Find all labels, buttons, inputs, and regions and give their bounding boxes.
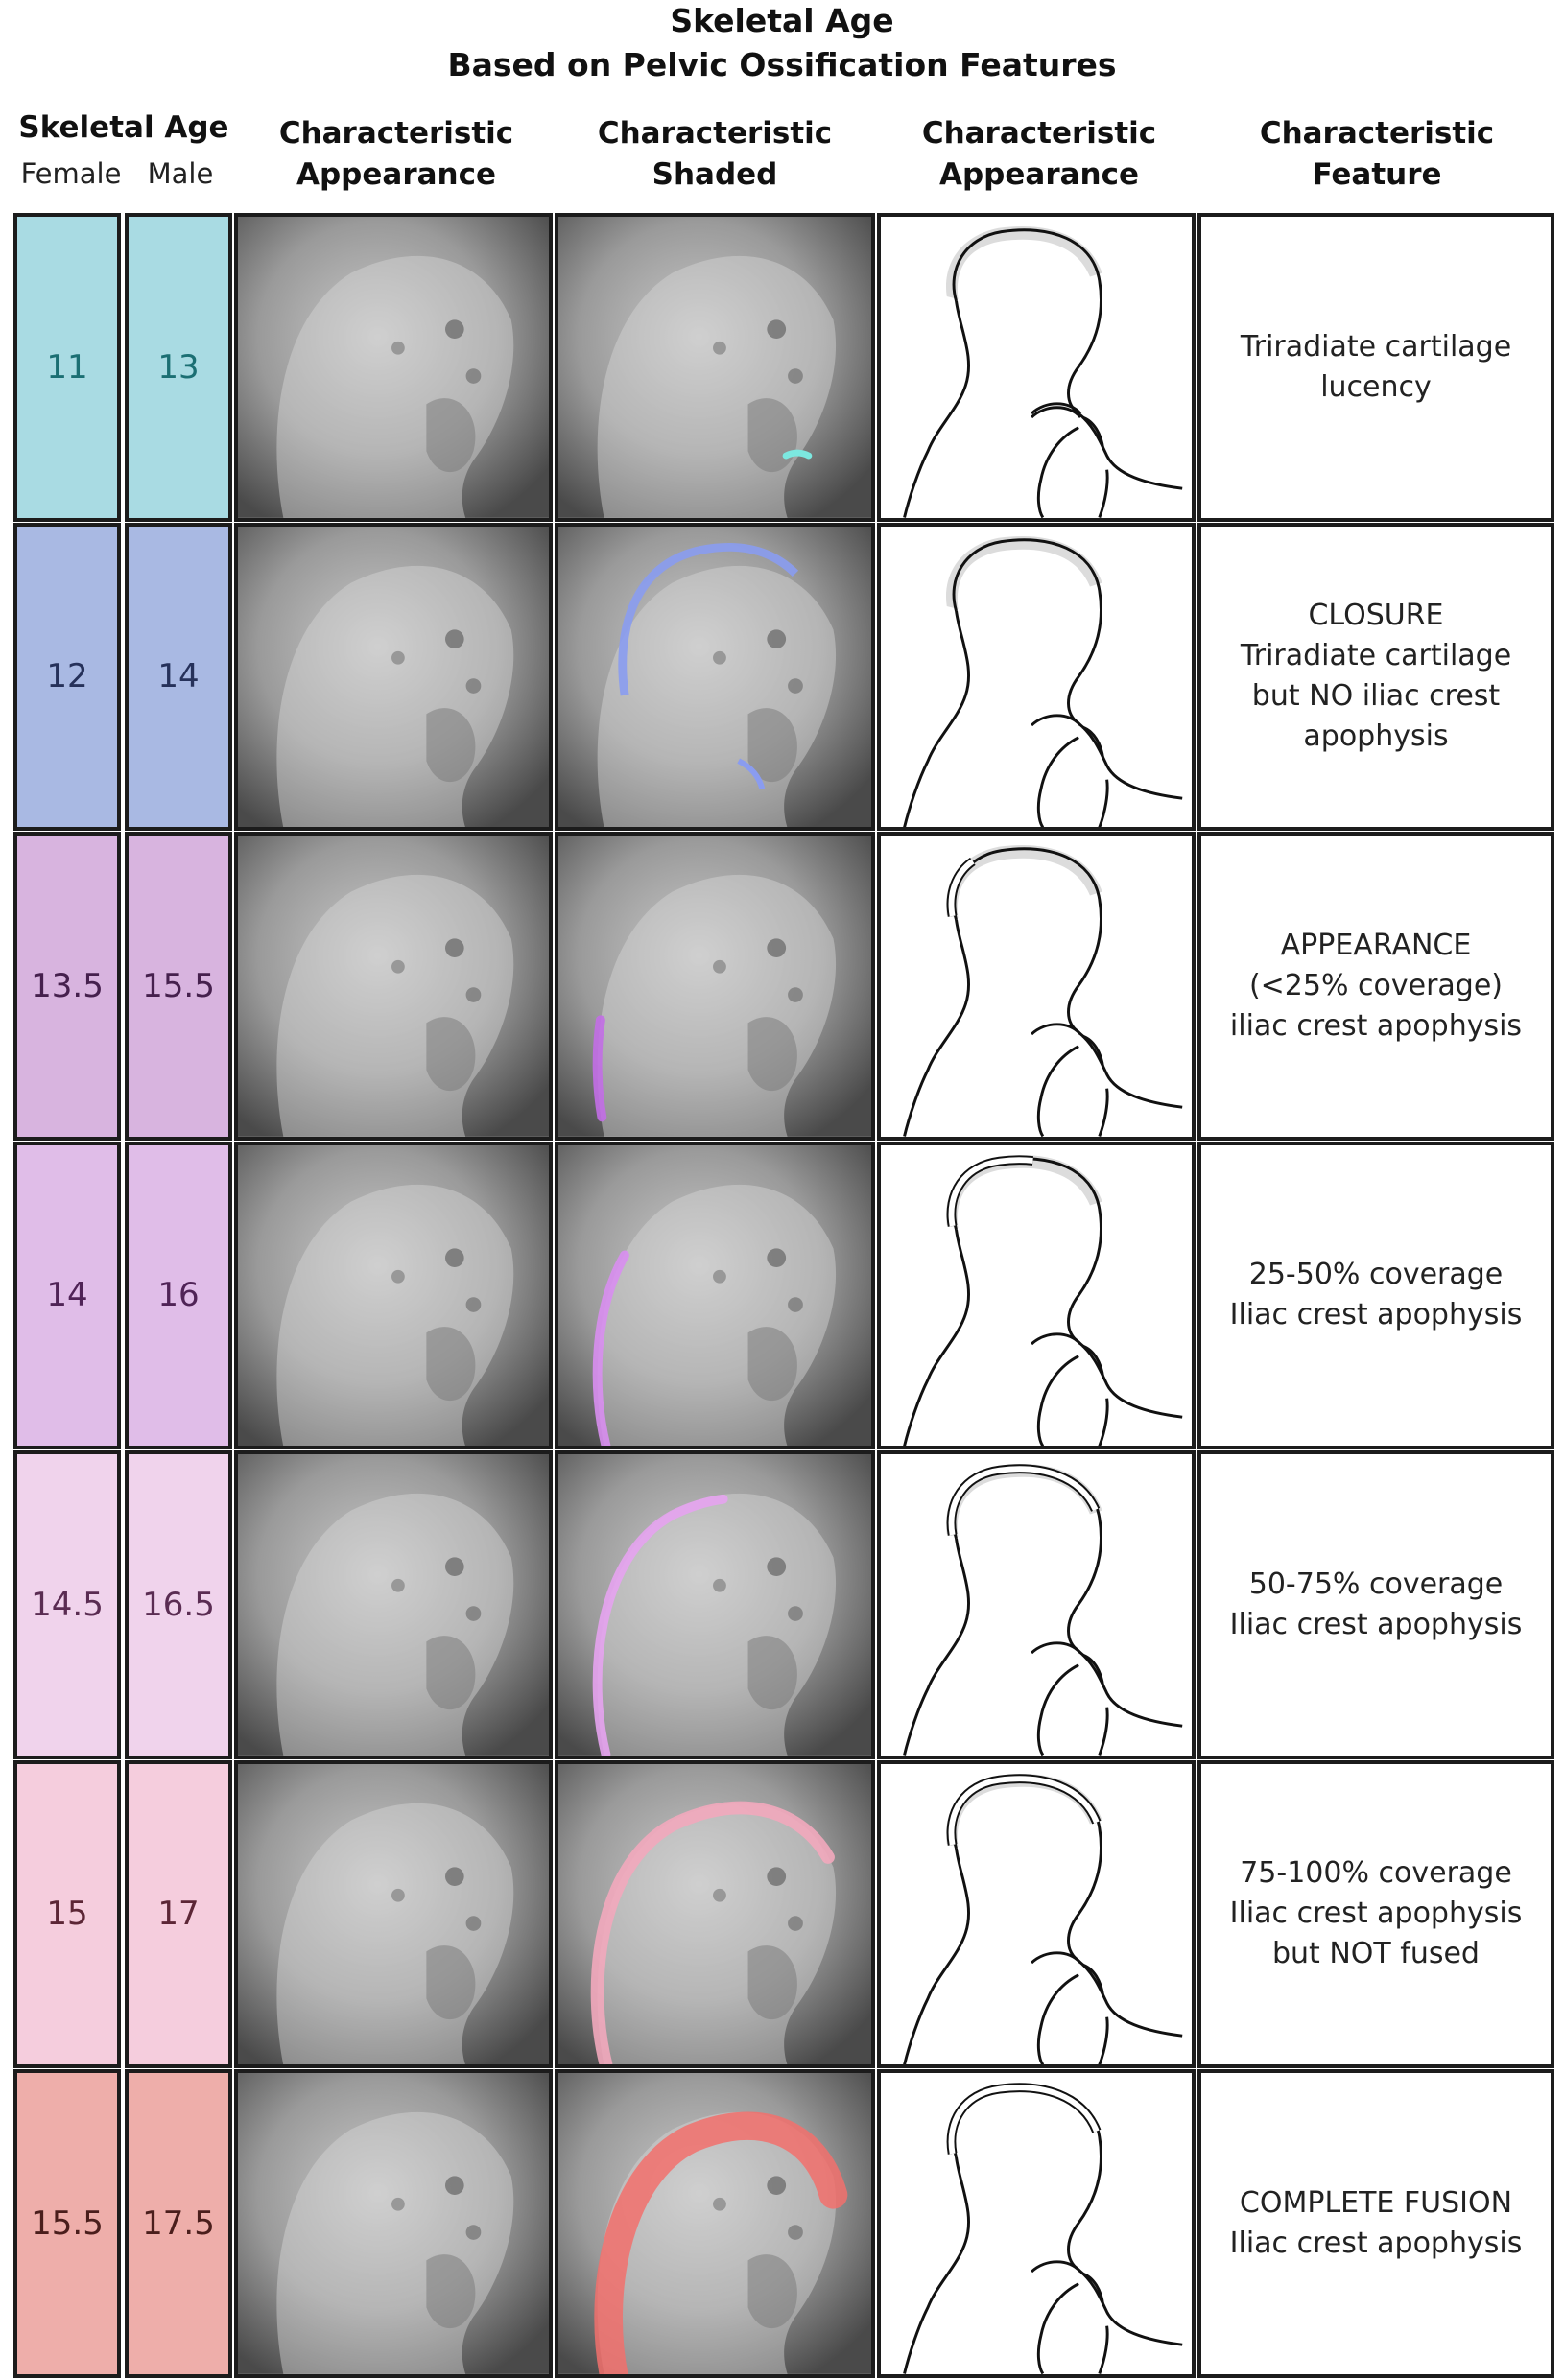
pelvis-xray-image [234,213,553,522]
pelvis-xray-shaded-image [555,2069,875,2378]
title-line-2: Based on Pelvic Ossification Features [447,46,1117,83]
male-age-value: 15.5 [142,966,215,1005]
table-row: 15.5 17.5 COMPLETE FUSION Iliac crest apoph… [13,2069,1554,2378]
male-age-value: 17.5 [142,2203,215,2243]
pelvis-xray-shaded-image [555,832,875,1141]
male-age-cell: 16 [125,1141,232,1449]
female-age-cell: 14 [13,1141,121,1449]
feature-line: Iliac crest apophysis [1229,1298,1523,1332]
title-line-1: Skeletal Age [670,2,894,39]
male-age-cell: 16.5 [125,1450,232,1759]
female-age-cell: 14.5 [13,1450,121,1759]
female-age-value: 15.5 [31,2203,104,2243]
table-row: 13.5 15.5 APPEARANCE (<25% coverage) iliac c… [13,832,1554,1141]
pelvis-xray-image [234,522,553,831]
feature-line: but NO iliac crest [1251,679,1501,714]
female-age-value: 14.5 [31,1585,104,1624]
feature-line: but NOT fused [1272,1937,1480,1971]
female-age-value: 13.5 [31,966,104,1005]
female-age-cell: 13.5 [13,832,121,1141]
pelvis-xray-image [234,1759,553,2068]
female-age-cell: 15 [13,1759,121,2068]
header-skeletal-age: Skeletal Age [18,110,229,145]
header-appearance-drawing-line-2: Appearance [939,157,1139,192]
pelvis-outline-drawing [877,1450,1196,1759]
pelvis-xray-image [234,832,553,1141]
pelvis-outline-drawing [877,213,1196,522]
male-age-value: 14 [157,657,200,696]
header-male: Male [147,157,214,190]
female-age-cell: 15.5 [13,2069,121,2378]
feature-description: Triradiate cartilage lucency [1197,213,1554,522]
header-appearance-line-1: Characteristic [278,116,514,151]
pelvis-xray-image [234,1141,553,1449]
male-age-cell: 17.5 [125,2069,232,2378]
header-shaded-line-2: Shaded [652,157,778,192]
male-age-value: 16 [157,1276,200,1315]
header-shaded: Characteristic Shaded [555,113,875,196]
pelvis-xray-shaded-image [555,1141,875,1449]
pelvis-outline-drawing [877,522,1196,831]
table-row: 11 13 Triradiate cartilage lucency [13,213,1554,522]
feature-line: APPEARANCE [1280,928,1472,962]
male-age-cell: 13 [125,213,232,522]
feature-line: lucency [1320,369,1432,404]
female-age-value: 11 [46,347,88,387]
header-appearance-drawing: Characteristic Appearance [881,113,1197,196]
feature-description: COMPLETE FUSION Iliac crest apophysis [1197,2069,1554,2378]
pelvis-outline-drawing [877,832,1196,1141]
table-row: 12 14 CLOSURE Triradiate cartilage but NO il… [13,522,1554,831]
feature-line: Iliac crest apophysis [1229,1897,1523,1931]
pelvis-xray-shaded-image [555,1450,875,1759]
feature-line: 25-50% coverage [1248,1258,1504,1292]
female-age-cell: 11 [13,213,121,522]
feature-line: CLOSURE [1308,599,1444,633]
male-age-cell: 17 [125,1759,232,2068]
header-feature-line-2: Feature [1312,157,1442,192]
male-age-cell: 14 [125,522,232,831]
male-age-value: 17 [157,1895,200,1934]
pelvis-xray-shaded-image [555,213,875,522]
feature-line: 50-75% coverage [1248,1567,1504,1601]
header-appearance-line-2: Appearance [296,157,496,192]
feature-line: iliac crest apophysis [1229,1008,1523,1043]
feature-line: COMPLETE FUSION [1239,2185,1513,2220]
female-age-value: 15 [46,1895,88,1934]
header-female: Female [20,157,122,190]
feature-line: (<25% coverage) [1248,968,1504,1002]
feature-line: apophysis [1303,719,1449,754]
header-feature: Characteristic Feature [1199,113,1554,196]
header-shaded-line-1: Characteristic [597,116,833,151]
header-appearance-drawing-line-1: Characteristic [921,116,1157,151]
header-appearance: Characteristic Appearance [238,113,555,196]
male-age-cell: 15.5 [125,832,232,1141]
feature-description: APPEARANCE (<25% coverage) iliac crest apo… [1197,832,1554,1141]
pelvis-outline-drawing [877,2069,1196,2378]
header-feature-line-1: Characteristic [1259,116,1495,151]
pelvis-outline-drawing [877,1759,1196,2068]
pelvis-xray-image [234,1450,553,1759]
pelvis-xray-image [234,2069,553,2378]
feature-line: Triradiate cartilage [1240,639,1512,673]
pelvis-outline-drawing [877,1141,1196,1449]
feature-description: CLOSURE Triradiate cartilage but NO iliac … [1197,522,1554,831]
feature-line: 75-100% coverage [1240,1856,1512,1891]
feature-line: Iliac crest apophysis [1229,2226,1523,2260]
feature-line: Triradiate cartilage [1240,329,1512,364]
feature-line: Iliac crest apophysis [1229,1607,1523,1641]
male-age-value: 13 [157,347,200,387]
male-age-value: 16.5 [142,1585,215,1624]
pelvis-xray-shaded-image [555,522,875,831]
female-age-value: 12 [46,657,88,696]
pelvis-xray-shaded-image [555,1759,875,2068]
female-age-cell: 12 [13,522,121,831]
female-age-value: 14 [46,1276,88,1315]
